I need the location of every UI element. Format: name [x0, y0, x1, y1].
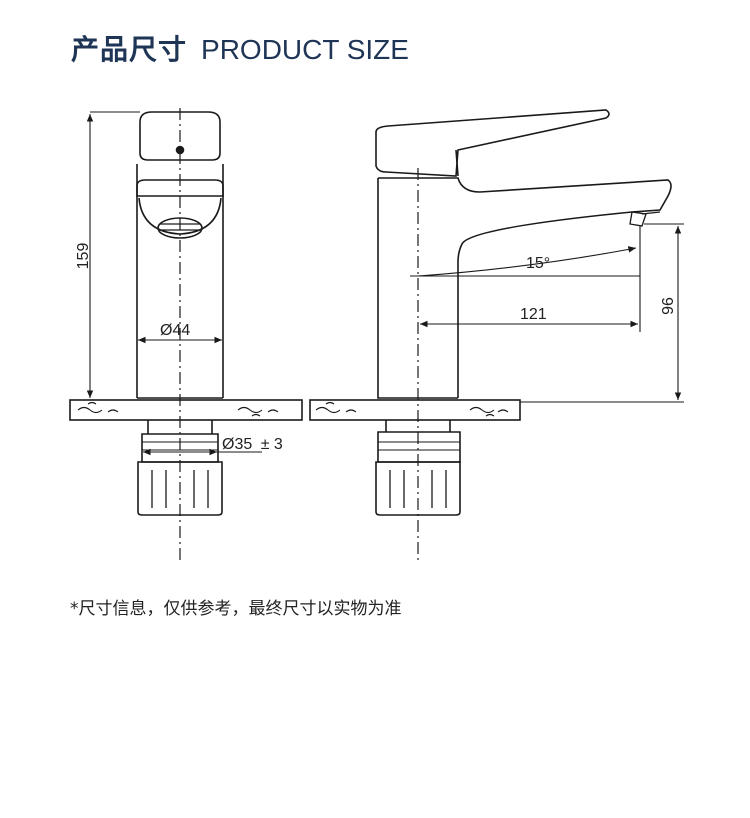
dim-spout-height-label: 96	[660, 297, 677, 315]
side-view	[309, 109, 672, 516]
front-handle	[139, 111, 221, 161]
side-mounting-nut	[375, 461, 461, 516]
dim-shank-diameter-label: Ø35 ± 3	[222, 436, 283, 453]
dim-spout-angle	[410, 246, 640, 277]
dim-height-total-label: 159	[75, 243, 92, 270]
front-view	[69, 111, 303, 516]
dim-spout-angle-label: 15°	[526, 255, 550, 272]
dim-spout-reach-label: 121	[520, 306, 547, 323]
side-aerator	[629, 211, 661, 227]
side-deck	[309, 399, 521, 421]
front-deck	[69, 399, 303, 421]
side-spout	[378, 177, 672, 398]
dim-spout-height	[520, 223, 684, 403]
page-title: 产品尺寸 PRODUCT SIZE	[71, 28, 409, 78]
title-chinese: 产品尺寸	[71, 33, 188, 66]
dim-spout-reach	[420, 226, 641, 332]
title-english: PRODUCT SIZE	[201, 34, 409, 65]
front-mounting-nut	[137, 461, 223, 516]
disclaimer-note: *尺寸信息，仅供参考，最终尺寸以实物为准	[70, 599, 402, 619]
side-shank	[377, 420, 461, 463]
dim-body-diameter-label: Ø44	[160, 322, 190, 339]
front-body	[136, 164, 224, 398]
side-lever-handle	[375, 109, 610, 177]
dim-height-total	[86, 111, 140, 398]
